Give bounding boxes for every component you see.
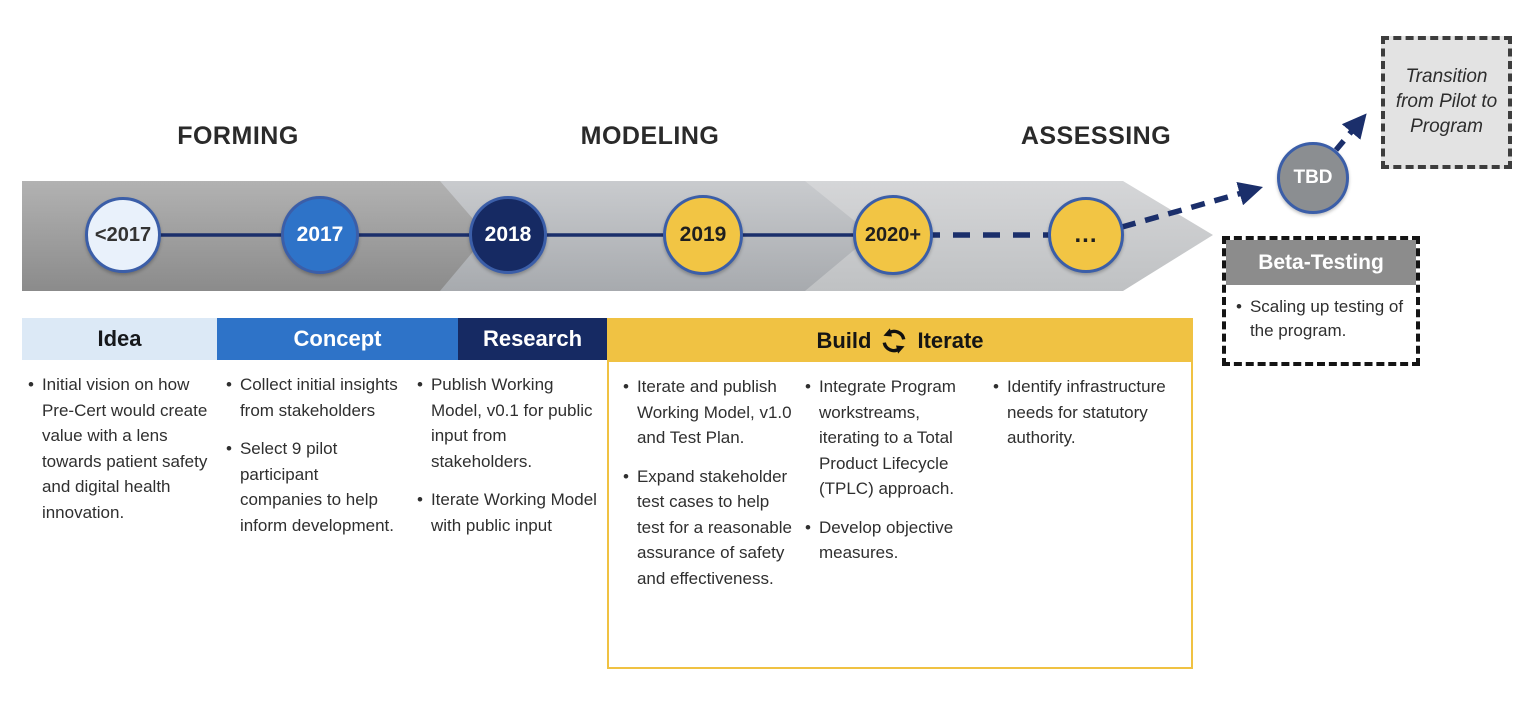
header-build-label: Build — [816, 328, 872, 353]
list-item: • Identify infrastructure needs for stat… — [993, 374, 1177, 451]
timeline-node-tbd: TBD — [1277, 142, 1349, 214]
build-subcolumn-3: • Identify infrastructure needs for stat… — [993, 374, 1177, 464]
timeline-node-label: <2017 — [94, 223, 152, 246]
sync-icon — [883, 328, 906, 354]
timeline-node-label: 2019 — [679, 223, 727, 246]
bullet-dot: • — [226, 375, 232, 394]
bullet-text: Scaling up testing of the program. — [1249, 297, 1404, 340]
timeline-node-label: 2017 — [296, 223, 344, 246]
header-research: Research — [458, 318, 607, 360]
transition-box: Transition from Pilot to Program — [1381, 36, 1512, 169]
bullet-dot: • — [805, 517, 811, 537]
beta-testing-title: Beta-Testing — [1258, 250, 1384, 274]
timeline-node-2019: 2019 — [663, 195, 743, 275]
bullet-dot: • — [417, 490, 423, 509]
timeline-node-label: 2018 — [484, 223, 532, 246]
bullet-text: Integrate Program workstreams, iterating… — [818, 377, 956, 498]
concept-column: • Collect initial insights from stakehol… — [226, 372, 404, 551]
timeline-node-label: TBD — [1293, 167, 1333, 188]
build-subcolumn-1: • Iterate and publish Working Model, v1.… — [623, 374, 795, 604]
header-build-iterate: Build Iterate — [609, 320, 1191, 362]
header-idea: Idea — [22, 318, 217, 360]
header-concept: Concept — [217, 318, 458, 360]
bullet-dot: • — [417, 375, 423, 394]
build-subcolumn-2: • Integrate Program workstreams, iterati… — [805, 374, 977, 579]
list-item: • Develop objective measures. — [805, 515, 977, 566]
bullet-dot: • — [623, 377, 629, 396]
bullet-text: Iterate Working Model with public input — [430, 490, 597, 535]
bullet-text: Collect initial insights from stakeholde… — [239, 375, 398, 420]
list-item: • Collect initial insights from stakehol… — [226, 372, 404, 423]
beta-testing-body: • Scaling up testing of the program. — [1226, 285, 1416, 343]
timeline-node-2020plus: 2020+ — [853, 195, 933, 275]
timeline-node-future: ... — [1048, 197, 1124, 273]
bullet-text: Iterate and publish Working Model, v1.0 … — [636, 377, 792, 447]
header-idea-label: Idea — [97, 326, 142, 351]
dashed-arrow-to-transition — [1333, 113, 1367, 152]
bullet-text: Expand stakeholder test cases to help te… — [636, 466, 792, 588]
bullet-dot: • — [1236, 297, 1242, 316]
bullet-text: Develop objective measures. — [818, 517, 954, 563]
header-iterate-label: Iterate — [917, 328, 984, 353]
phase-label-assessing: ASSESSING — [1020, 122, 1172, 150]
list-item: • Scaling up testing of the program. — [1236, 295, 1410, 343]
bullet-dot: • — [226, 439, 232, 458]
build-iterate-section: Build Iterate • Iterate and publish Work… — [607, 318, 1193, 669]
bullet-dot: • — [805, 377, 811, 396]
list-item: • Select 9 pilot participant companies t… — [226, 436, 404, 538]
bullet-text: Select 9 pilot participant companies to … — [239, 439, 394, 535]
bullet-text: Publish Working Model, v0.1 for public i… — [430, 375, 593, 471]
list-item: • Integrate Program workstreams, iterati… — [805, 374, 977, 502]
beta-testing-header: Beta-Testing — [1226, 240, 1416, 285]
phase-label-forming: FORMING — [177, 122, 299, 150]
bullet-dot: • — [623, 466, 629, 486]
timeline-node-2018: 2018 — [469, 196, 547, 274]
timeline-node-2017: 2017 — [281, 196, 359, 274]
bullet-text: Initial vision on how Pre-Cert would cre… — [41, 375, 208, 522]
bullet-dot: • — [993, 377, 999, 396]
timeline-node-label: ... — [1074, 221, 1098, 248]
list-item: • Publish Working Model, v0.1 for public… — [417, 372, 599, 474]
header-concept-label: Concept — [293, 326, 382, 351]
transition-box-label: Transition from Pilot to Program — [1395, 66, 1498, 137]
list-item: • Iterate and publish Working Model, v1.… — [623, 374, 795, 451]
timeline-node-pre2017: <2017 — [85, 197, 161, 273]
bullet-text: Identify infrastructure needs for statut… — [1006, 377, 1166, 447]
timeline-node-label: 2020+ — [864, 223, 922, 246]
research-column: • Publish Working Model, v0.1 for public… — [417, 372, 599, 551]
header-research-label: Research — [482, 326, 583, 351]
beta-testing-box: Beta-Testing • Scaling up testing of the… — [1222, 236, 1420, 366]
list-item: • Expand stakeholder test cases to help … — [623, 464, 795, 592]
bullet-dot: • — [28, 375, 34, 394]
list-item: • Initial vision on how Pre-Cert would c… — [28, 372, 210, 525]
list-item: • Iterate Working Model with public inpu… — [417, 487, 599, 538]
phase-label-modeling: MODELING — [580, 122, 720, 150]
idea-column: • Initial vision on how Pre-Cert would c… — [28, 372, 210, 538]
